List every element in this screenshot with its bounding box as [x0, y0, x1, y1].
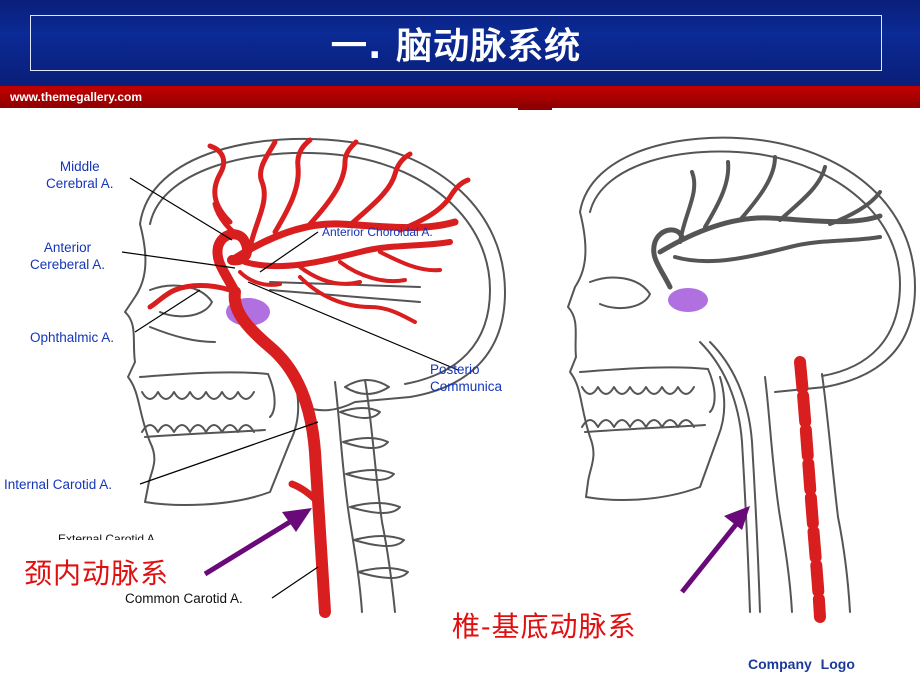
maxilla: [139, 371, 276, 418]
header-banner: [0, 0, 920, 86]
mandible: [584, 424, 706, 433]
head-neck-illustration-right: [567, 136, 916, 623]
anterior-choroidal: [238, 270, 282, 287]
lower-teeth: [581, 419, 695, 428]
vertebra-1: [339, 407, 381, 419]
vertebra-3: [345, 469, 395, 481]
vertebra-4: [349, 502, 401, 514]
cervical-spine: [334, 381, 363, 613]
mca-lower-branch-4: [298, 275, 417, 324]
label-ophthalmic: Ophthalmic A.: [30, 330, 115, 345]
mca-branch-3: [307, 139, 359, 227]
caption-carotid-system: 颈内动脉系: [24, 557, 170, 590]
header-red-band: [0, 86, 920, 108]
company-logo: Company Logo: [748, 656, 855, 672]
mca-outline-branch-4: [778, 165, 827, 222]
face-profile: [567, 211, 726, 501]
website-link[interactable]: www.themegallery.com: [10, 90, 143, 104]
mca-branch-1: [247, 139, 278, 251]
common-carotid-artery: [228, 286, 331, 618]
label-middle-cerebral: Middle Cerebral A.: [46, 159, 114, 193]
vertebral-artery: [794, 356, 826, 623]
mca-outline: [657, 213, 883, 255]
maxilla: [579, 366, 716, 413]
skull-outline: [579, 136, 916, 393]
mca-outline-branch-1: [678, 170, 697, 244]
caption-arrow-left: [203, 508, 312, 577]
skull-inner: [589, 150, 901, 377]
label-posterior-communicating-text: Posterio Communica: [430, 362, 503, 394]
skull-inner: [149, 151, 491, 385]
lower-teeth: [141, 424, 255, 433]
caption-vertebrobasilar-system: 椎-基底动脉系: [452, 610, 637, 643]
mca-outline-branch-5: [828, 190, 882, 226]
spine-right: [821, 373, 851, 613]
label-middle-cerebral-text: Middle Cerebral A.: [46, 159, 114, 191]
cervical-spine: [764, 376, 793, 613]
carotid-outline-2: [709, 341, 761, 613]
carotid-system-diagram: Middle Cerebral A. Anterior Choroidal A.…: [0, 112, 520, 624]
upper-teeth: [581, 386, 695, 395]
mca-lower-branch-2: [338, 260, 407, 284]
label-posterior-communicating: Posterio Communica: [430, 362, 502, 396]
label-common-carotid: Common Carotid A.: [125, 591, 243, 606]
mca-branch-5: [397, 177, 471, 233]
label-anterior-choroidal: Anterior Choroidal A.: [322, 225, 433, 239]
mca-branch-2: [272, 137, 313, 235]
title-frame: 一. 脑动脉系统: [30, 15, 882, 71]
upper-teeth: [141, 391, 255, 400]
vertebra-6: [357, 567, 409, 579]
vertebra-2: [342, 437, 389, 449]
vertebra-5: [353, 535, 405, 547]
external-carotid-stub: [288, 480, 322, 506]
pituitary-highlight: [668, 288, 708, 312]
leader-common-carotid: [271, 566, 319, 599]
face-profile: [124, 223, 300, 506]
mca-lower-trunk: [242, 239, 453, 270]
leader-posterior-communicating: [247, 281, 459, 371]
carotid-siphon: [212, 229, 253, 297]
mca-outline-lower: [673, 235, 882, 264]
label-anterior-cerebral-text: Anterior Cereberal A.: [30, 240, 106, 272]
mandible: [144, 429, 266, 438]
leader-internal-carotid: [139, 421, 319, 485]
siphon-outline: [651, 227, 685, 290]
label-internal-carotid: Internal Carotid A.: [4, 477, 113, 492]
mca-branch-6: [207, 143, 233, 225]
band-notch: [518, 104, 552, 110]
leader-anterior-choroidal: [259, 231, 319, 273]
caption-arrow-right: [680, 506, 750, 594]
label-anterior-cerebral: Anterior Cereberal A.: [30, 240, 105, 274]
middle-cerebral-trunk: [228, 218, 459, 264]
nose-cavity: [149, 326, 216, 343]
eye-socket: [149, 284, 213, 318]
mca-lower-branch-1: [298, 265, 362, 286]
page-title: 一. 脑动脉系统: [330, 26, 582, 67]
vertebrobasilar-diagram: [560, 112, 920, 624]
eye-socket: [589, 276, 651, 310]
mca-branch-4: [347, 151, 413, 228]
head-neck-illustration-left: [121, 137, 506, 618]
label-external-carotid: External Carotid A.: [58, 532, 159, 540]
mca-branch-7: [212, 201, 248, 243]
atlas-ring: [344, 379, 390, 395]
leader-ophthalmic: [134, 289, 201, 333]
leader-anterior-cerebral: [121, 251, 236, 269]
carotid-outline: [699, 341, 751, 613]
mca-lower-branch-3: [378, 250, 442, 273]
mca-outline-branch-2: [703, 160, 731, 229]
skull-outline: [139, 137, 506, 412]
leader-middle-cerebral: [129, 177, 233, 241]
ophthalmic-artery: [147, 283, 233, 310]
mca-outline-branch-3: [738, 155, 777, 222]
